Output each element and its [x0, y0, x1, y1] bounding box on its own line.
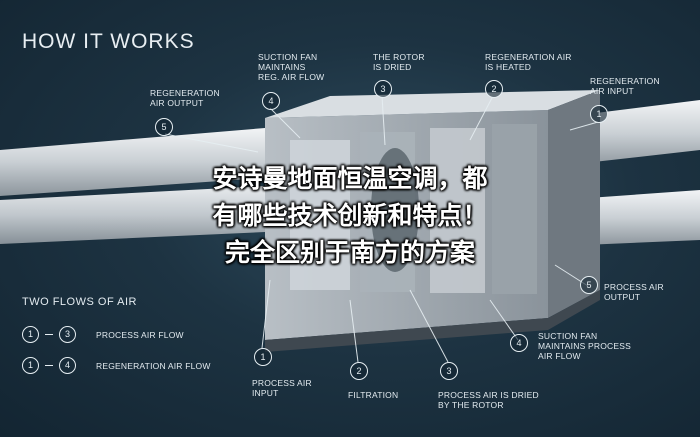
suction-fan-process-label: SUCTION FAN MAINTAINS PROCESS AIR FLOW	[538, 331, 631, 361]
flow-end-badge: 4	[59, 357, 76, 374]
dried-by-rotor-badge: 3	[440, 362, 458, 380]
rotor-dried-label: THE ROTOR IS DRIED	[373, 52, 425, 72]
regeneration-air-input-label: REGENERATION AIR INPUT	[590, 76, 660, 96]
page-heading: HOW IT WORKS	[22, 30, 195, 53]
regeneration-air-output-label: REGENERATION AIR OUTPUT	[150, 88, 220, 108]
article-title-overlay: 安诗曼地面恒温空调，都 有哪些技术创新和特点！ 完全区别于南方的方案	[0, 160, 700, 271]
suction-fan-regeneration-badge: 4	[262, 92, 280, 110]
process-air-output-label: PROCESS AIR OUTPUT	[604, 282, 664, 302]
suction-fan-process-badge: 4	[510, 334, 528, 352]
flow-label: REGENERATION AIR FLOW	[96, 360, 211, 371]
flow-dash	[45, 364, 53, 367]
flow-start-badge: 1	[22, 326, 39, 343]
process-air-input-label: PROCESS AIR INPUT	[252, 378, 312, 398]
process-air-flow-legend: 1 3 PROCESS AIR FLOW	[22, 326, 184, 343]
regeneration-output-badge: 5	[155, 118, 173, 136]
suction-fan-regeneration-label: SUCTION FAN MAINTAINS REG. AIR FLOW	[258, 52, 325, 82]
rotor-dried-badge: 3	[374, 80, 392, 98]
flow-dash	[45, 333, 53, 336]
unit-top	[265, 90, 600, 118]
regeneration-heated-badge: 2	[485, 80, 503, 98]
flow-label: PROCESS AIR FLOW	[96, 329, 184, 340]
filtration-label: FILTRATION	[348, 390, 399, 400]
left-upper-duct	[0, 128, 265, 196]
article-title-line-2: 有哪些技术创新和特点！	[212, 201, 488, 230]
regeneration-input-badge: 1	[590, 105, 608, 123]
filtration-badge: 2	[350, 362, 368, 380]
two-flows-title: TWO FLOWS OF AIR	[22, 296, 137, 308]
regeneration-heated-label: REGENERATION AIR IS HEATED	[485, 52, 572, 72]
process-output-badge: 5	[580, 276, 598, 294]
article-title-line-1: 安诗曼地面恒温空调，都	[212, 164, 488, 193]
article-title-line-3: 完全区别于南方的方案	[224, 238, 475, 267]
process-input-badge: 1	[254, 348, 272, 366]
flow-end-badge: 3	[59, 326, 76, 343]
regeneration-air-flow-legend: 1 4 REGENERATION AIR FLOW	[22, 357, 211, 374]
rotor	[371, 148, 419, 272]
flow-start-badge: 1	[22, 357, 39, 374]
left-lower-duct	[0, 186, 265, 244]
unit-side	[548, 90, 600, 318]
dried-by-rotor-label: PROCESS AIR IS DRIED BY THE ROTOR	[438, 390, 539, 410]
